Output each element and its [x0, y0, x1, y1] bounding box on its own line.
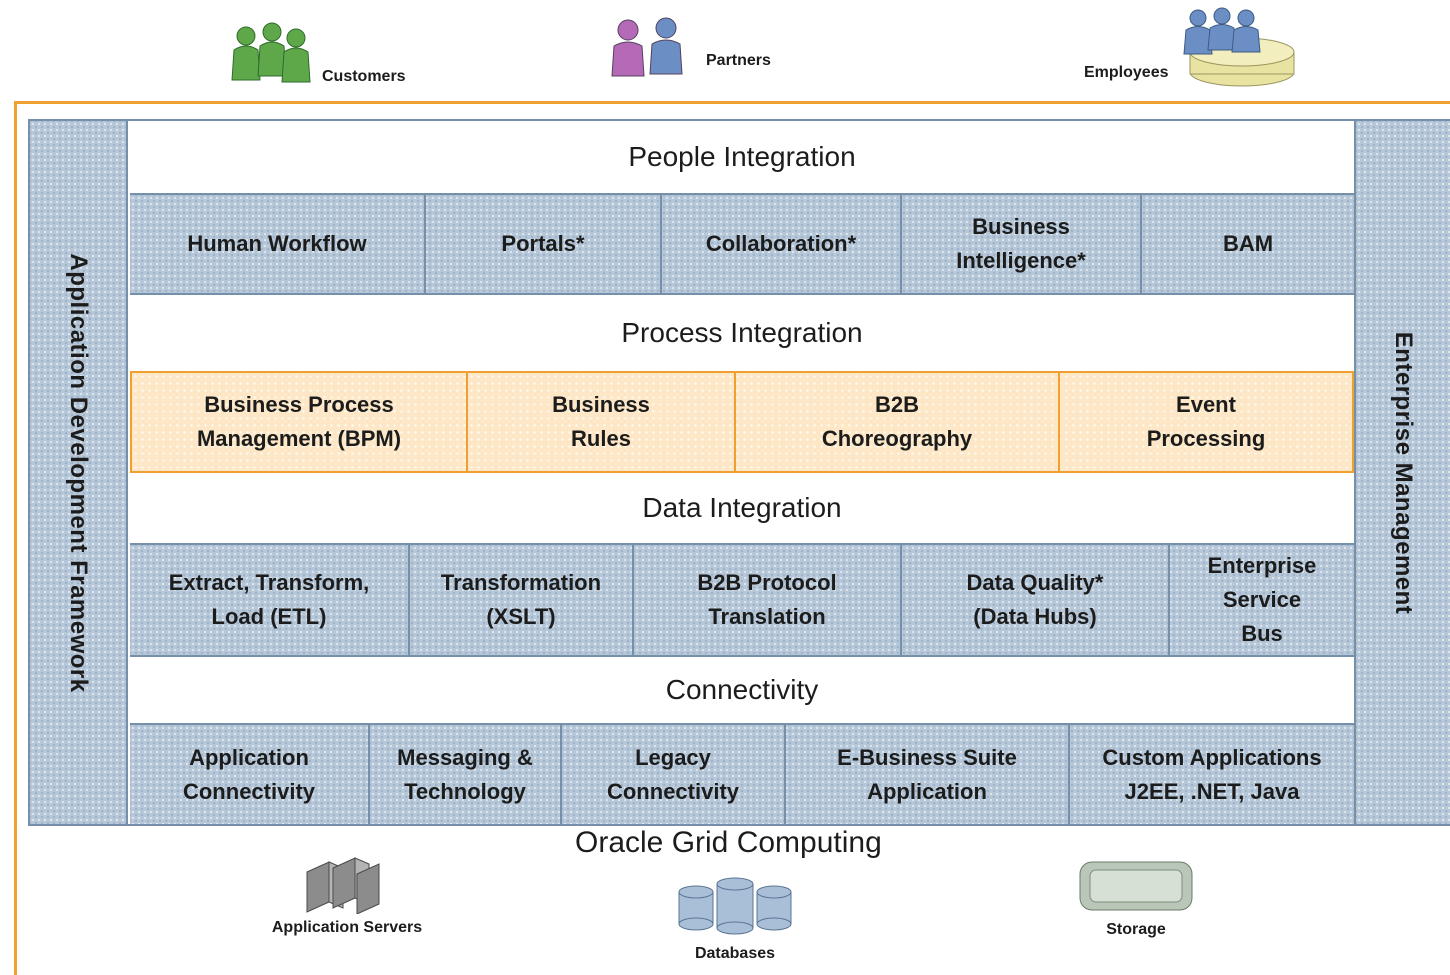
cell-etl: Extract, Transform, Load (ETL) [130, 545, 410, 655]
cell-messaging-technology: Messaging & Technology [370, 725, 562, 824]
sidebar-left-label: Application Development Framework [65, 252, 92, 693]
cell-ebusiness-suite: E-Business Suite Application [786, 725, 1070, 824]
connectivity-title: Connectivity [665, 674, 819, 705]
process-integration-title: Process Integration [621, 317, 863, 348]
storage-label: Storage [1106, 921, 1166, 938]
data-integration-header: Data Integration [130, 473, 1354, 543]
employees-label: Employees [1084, 64, 1169, 81]
storage-group: Storage [1066, 852, 1206, 939]
cell-transformation-xslt: Transformation (XSLT) [410, 545, 634, 655]
partners-group: Partners [604, 16, 771, 80]
sidebar-enterprise-management: Enterprise Management [1354, 121, 1450, 824]
cell-legacy-connectivity: Legacy Connectivity [562, 725, 786, 824]
cell-business-intelligence: Business Intelligence* [902, 195, 1142, 293]
process-integration-header: Process Integration [130, 295, 1354, 371]
cell-portals: Portals* [426, 195, 662, 293]
connectivity-row: Application Connectivity Messaging & Tec… [130, 723, 1354, 824]
people-integration-title: People Integration [628, 141, 856, 172]
sidebar-application-development-framework: Application Development Framework [30, 121, 128, 824]
cell-custom-applications: Custom Applications J2EE, .NET, Java [1102, 744, 1322, 804]
cell-bam: BAM [1222, 231, 1274, 256]
customers-label: Customers [322, 68, 406, 85]
app-servers-group: Application Servers [242, 852, 452, 937]
app-servers-label: Application Servers [271, 919, 423, 936]
frame-left-border [14, 101, 17, 975]
customers-group: Customers [222, 20, 406, 92]
cell-data-quality: Data Quality* (Data Hubs) [902, 545, 1170, 655]
databases-label: Databases [694, 945, 776, 962]
frame-top-border [14, 101, 1450, 104]
cell-enterprise-service-bus: Enterprise Service Bus [1207, 553, 1317, 646]
sidebar-right-label: Enterprise Management [1390, 331, 1417, 614]
cell-business-rules: Business Rules [468, 373, 736, 471]
partners-icon [611, 17, 683, 77]
employees-group: Employees [1084, 6, 1300, 90]
cell-human-workflow: Human Workflow [130, 195, 426, 293]
data-integration-title: Data Integration [642, 492, 842, 523]
people-integration-header: People Integration [130, 121, 1354, 193]
process-integration-row: Business Process Management (BPM) Busine… [130, 371, 1354, 473]
storage-icon [1079, 861, 1193, 911]
cell-b2b-protocol-translation: B2B Protocol Translation [634, 545, 902, 655]
grid-computing-title: Oracle Grid Computing [575, 826, 882, 859]
cell-event-processing: Event Processing [1146, 392, 1266, 451]
cell-collaboration: Collaboration* [662, 195, 902, 293]
cell-bpm: Business Process Management (BPM) [132, 373, 468, 471]
database-icon [678, 877, 792, 935]
databases-group: Databases [650, 876, 820, 963]
cell-b2b-choreography: B2B Choreography [736, 373, 1060, 471]
customers-icon [231, 22, 311, 83]
employees-icon [1183, 7, 1295, 87]
people-integration-row: Human Workflow Portals* Collaboration* B… [130, 193, 1354, 295]
connectivity-header: Connectivity [130, 657, 1354, 723]
cell-application-connectivity: Application Connectivity [130, 725, 370, 824]
partners-label: Partners [706, 52, 771, 69]
server-icon [306, 857, 380, 915]
data-integration-row: Extract, Transform, Load (ETL) Transform… [130, 543, 1354, 657]
grid-computing-title-wrap: Oracle Grid Computing [575, 826, 882, 860]
